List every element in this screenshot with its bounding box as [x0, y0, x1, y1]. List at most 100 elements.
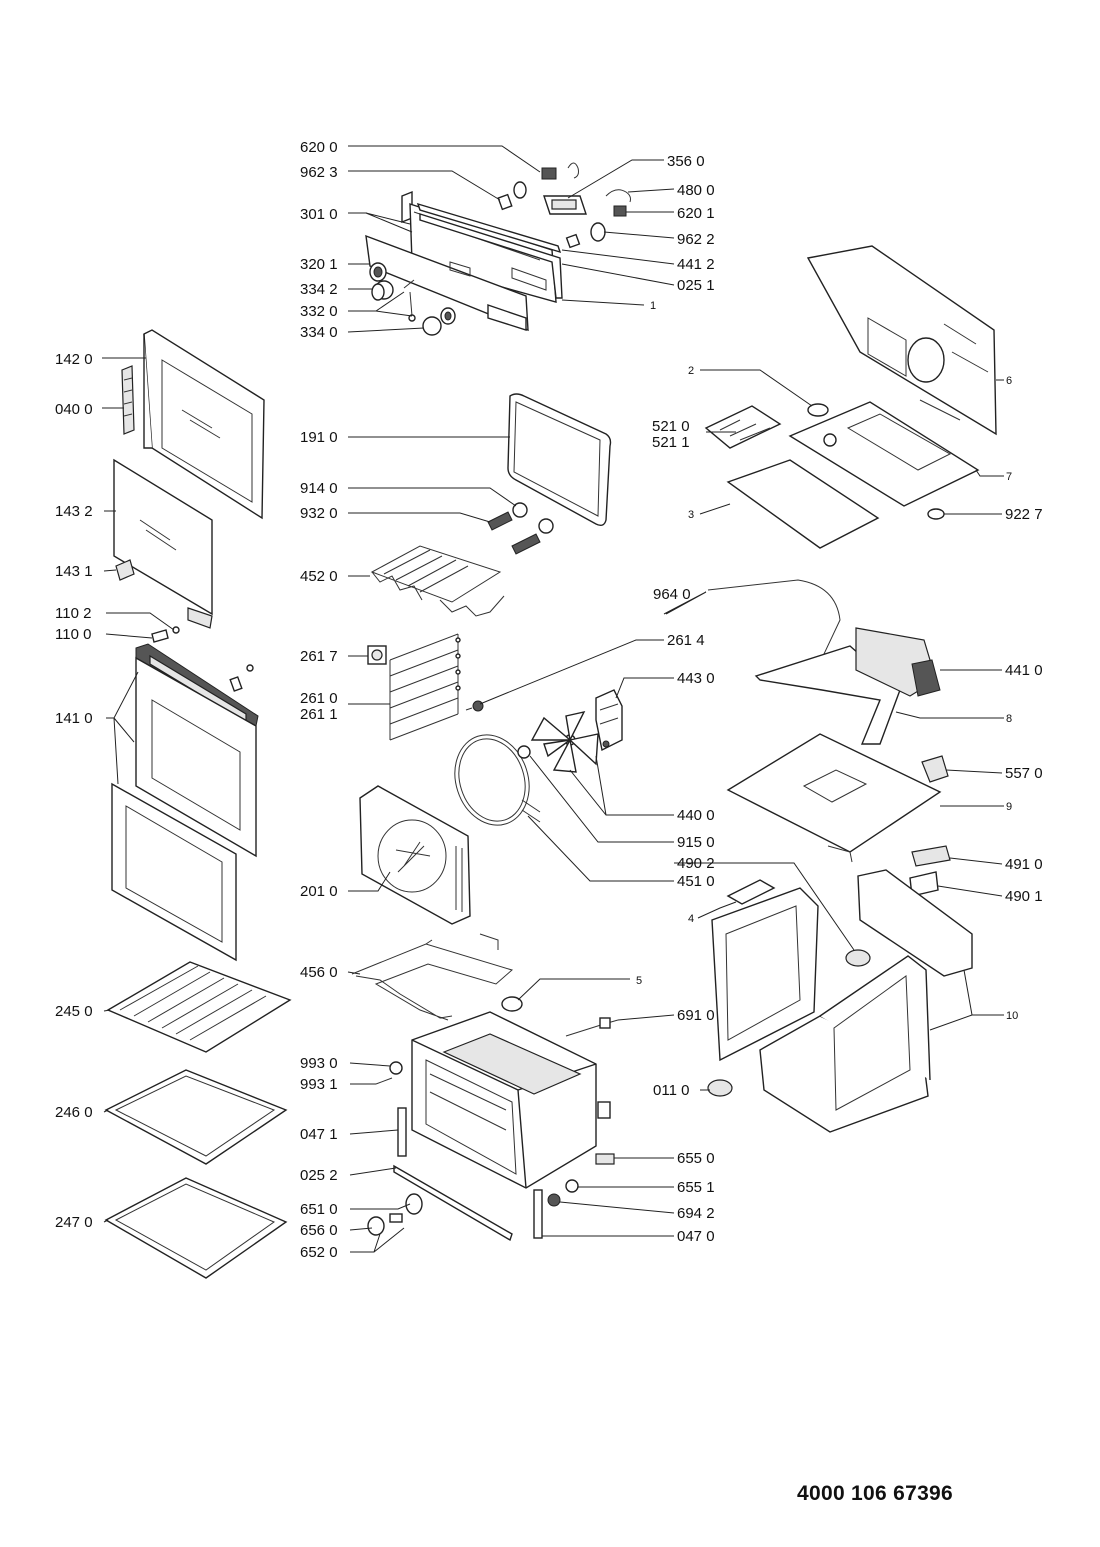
label-1: 1 [650, 300, 656, 312]
label-5: 5 [636, 975, 642, 987]
label-655-1: 655 1 [677, 1179, 715, 1196]
label-356-0: 356 0 [667, 153, 705, 170]
top-plate-part-7 [788, 401, 980, 507]
hinge-rail-part-047-1 [397, 1107, 407, 1157]
sensor-part-655-1 [565, 1179, 579, 1193]
label-651-0: 651 0 [300, 1201, 338, 1218]
label-247-0: 247 0 [55, 1214, 93, 1231]
label-932-0: 932 0 [300, 505, 338, 522]
fan-blade-part-440-0 [530, 710, 599, 773]
bracket-part-261-7 [367, 645, 387, 665]
housing-group [704, 245, 997, 1133]
label-2: 2 [688, 365, 694, 377]
side-panel-part-10 [857, 869, 973, 977]
plate-part-3 [726, 459, 880, 549]
label-490-2: 490 2 [677, 855, 715, 872]
controller-part-521 [704, 405, 782, 449]
inner-glass-part-143-2 [113, 458, 213, 616]
label-655-0: 655 0 [677, 1150, 715, 1167]
part-labels: 620 0 962 3 301 0 320 1 334 2 332 0 334 … [55, 139, 1043, 1261]
back-cover-part-201-0 [359, 785, 471, 925]
label-521-0: 521 0 [652, 418, 690, 435]
oven-cavity-group [351, 393, 623, 1242]
outer-door-part-141-0 [111, 643, 259, 962]
label-993-0: 993 0 [300, 1055, 338, 1072]
washer-part-922-7 [927, 508, 945, 520]
spring-part-932-0 [487, 511, 513, 531]
label-915-0: 915 0 [677, 834, 715, 851]
label-110-2: 110 2 [55, 605, 91, 622]
label-490-1: 490 1 [1005, 888, 1043, 905]
cover-part-4 [726, 879, 776, 905]
label-620-0: 620 0 [300, 139, 338, 156]
grommet-part-993-0 [389, 1061, 403, 1075]
switch-part-620-0 [541, 162, 579, 180]
label-480-0: 480 0 [677, 182, 715, 199]
label-040-0: 040 0 [55, 401, 93, 418]
label-962-2: 962 2 [677, 231, 715, 248]
label-620-1: 620 1 [677, 205, 715, 222]
knob-part-320-1 [369, 262, 387, 282]
leader-lines [102, 145, 1004, 1253]
display-part-356-0 [543, 195, 587, 215]
label-191-0: 191 0 [300, 429, 338, 446]
door-frame-part-142-0 [143, 329, 265, 520]
label-110-0: 110 0 [55, 626, 91, 643]
fan-motor-part-443-0 [595, 689, 623, 752]
back-panel-part-6 [806, 245, 997, 436]
label-320-1: 320 1 [300, 256, 338, 273]
label-440-0: 440 0 [677, 807, 715, 824]
label-141-0: 141 0 [55, 710, 93, 727]
profile-part-025-2 [393, 1164, 513, 1242]
label-441-0: 441 0 [1005, 662, 1043, 679]
label-557-0: 557 0 [1005, 765, 1043, 782]
label-962-3: 962 3 [300, 164, 338, 181]
label-9: 9 [1006, 801, 1012, 813]
label-656-0: 656 0 [300, 1222, 338, 1239]
label-456-0: 456 0 [300, 964, 338, 981]
label-261-7: 261 7 [300, 648, 338, 665]
frame-part-8 [754, 627, 937, 745]
label-143-1: 143 1 [55, 563, 93, 580]
bottom-plate-part-9 [726, 733, 942, 863]
label-047-0: 047 0 [677, 1228, 715, 1245]
knob-shaft-part-962-2 [565, 222, 606, 249]
label-6: 6 [1006, 375, 1012, 387]
label-261-1: 261 1 [300, 706, 338, 723]
clip-part-143-1b [187, 607, 213, 629]
screw-part-110-2 [172, 626, 180, 634]
switch-part-620-1 [613, 205, 627, 217]
label-261-0: 261 0 [300, 690, 338, 707]
label-246-0: 246 0 [55, 1104, 93, 1121]
label-452-0: 452 0 [300, 568, 338, 585]
bottom-element-part-456-0 [351, 933, 514, 1021]
oven-cavity-part [411, 1011, 611, 1189]
screw-part-993-1 [375, 1077, 393, 1085]
cap-part-5 [501, 996, 523, 1012]
document-number: 4000 106 67396 [797, 1482, 954, 1505]
switch-part-557-0 [921, 755, 949, 783]
label-011-0: 011 0 [653, 1082, 689, 1099]
nut-part-915-0 [517, 745, 531, 759]
label-047-1: 047 1 [300, 1126, 338, 1143]
label-7: 7 [1006, 471, 1012, 483]
wire-part-480-0 [605, 189, 631, 203]
control-panel-group [365, 162, 631, 336]
nut-part-914-0b [538, 518, 554, 534]
tube-part-964-0 [707, 579, 841, 665]
control-panel-part-301-0 [365, 190, 557, 332]
fan-cap-part-490-2 [845, 949, 871, 967]
knob-part-334-0 [422, 307, 456, 336]
label-652-0: 652 0 [300, 1244, 338, 1261]
label-334-2: 334 2 [300, 281, 338, 298]
label-4: 4 [688, 913, 694, 925]
deep-tray-part-247-0 [104, 1177, 288, 1279]
label-334-0: 334 0 [300, 324, 338, 341]
baking-tray-part-246-0 [104, 1069, 288, 1165]
shelf-runner-part-261-0 [389, 633, 461, 741]
fan-part-441-0 [911, 659, 941, 697]
gasket-part-191-0 [507, 393, 612, 527]
label-691-0: 691 0 [677, 1007, 715, 1024]
fan-part-011-0 [707, 1079, 733, 1097]
oven-door-group [104, 329, 292, 1279]
